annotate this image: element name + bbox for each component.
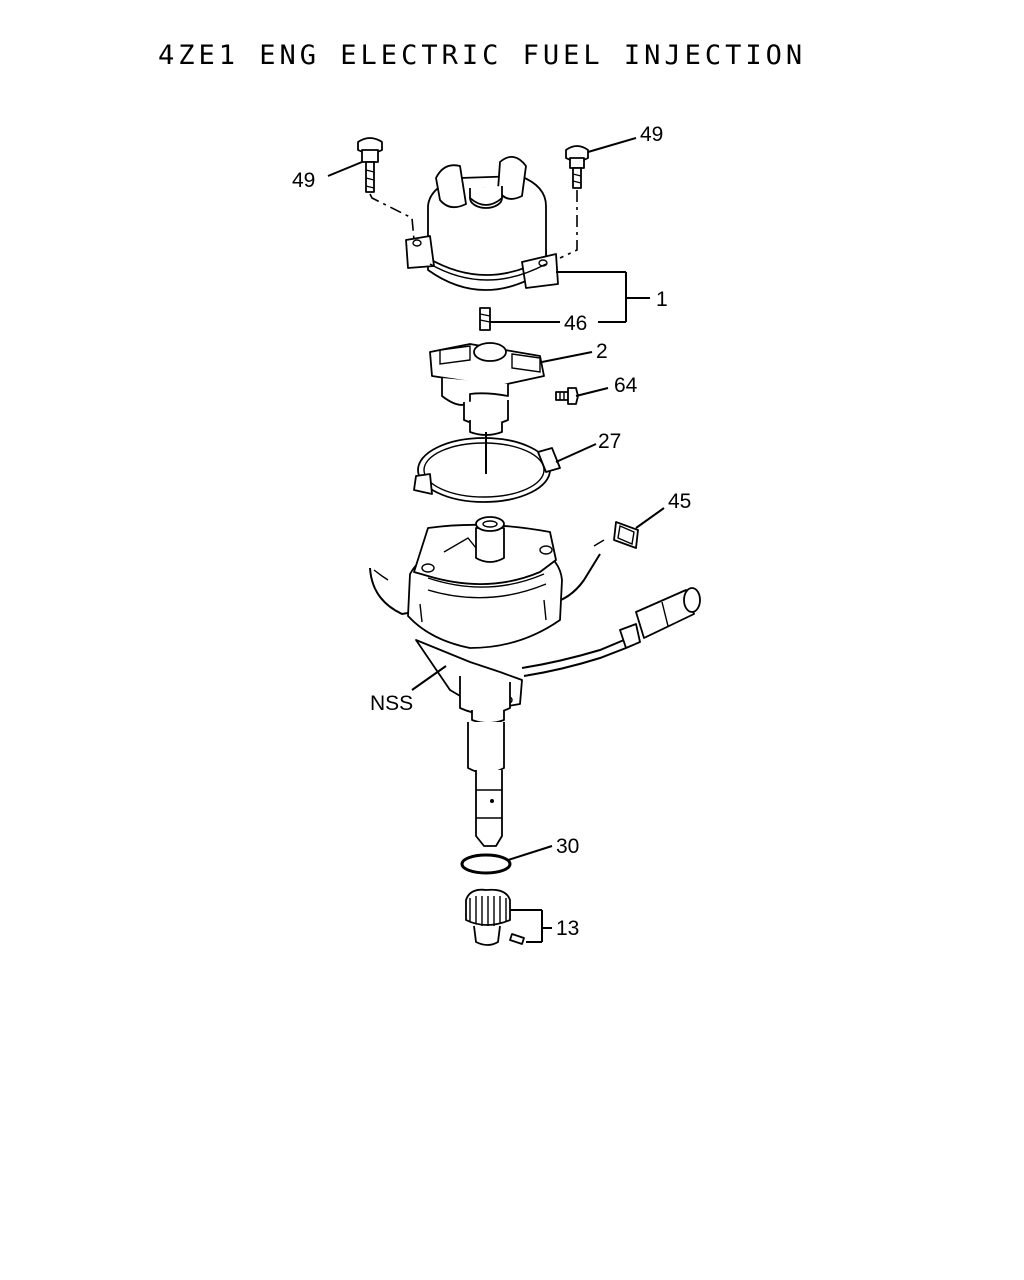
screw-46[interactable] [479,307,491,331]
screw-49-left[interactable] [357,137,383,193]
distributor-cap[interactable] [405,156,559,291]
callout-2: 2 [596,340,608,363]
o-ring-30[interactable] [460,853,512,875]
drive-gear-13[interactable] [465,888,525,946]
callout-49-right: 49 [640,123,663,146]
callout-49-left: 49 [292,169,315,192]
distributor-housing[interactable] [369,516,605,724]
callout-13: 13 [556,917,579,940]
screw-49-right[interactable] [565,145,589,189]
callout-1: 1 [656,288,668,311]
screw-64[interactable] [555,387,579,405]
callout-45: 45 [668,490,691,513]
page-title: 4ZE1 ENG ELECTRIC FUEL INJECTION [158,40,807,71]
callout-nss: NSS [370,692,413,715]
callout-46: 46 [564,312,587,335]
grommet-45[interactable] [613,521,639,549]
callout-27: 27 [598,430,621,453]
distributor-shaft[interactable] [467,722,505,847]
seal-ring-27[interactable] [413,432,561,503]
callout-64: 64 [614,374,638,397]
callout-30: 30 [556,835,579,858]
wire-harness[interactable] [521,587,701,677]
rotor-2[interactable] [429,342,545,436]
